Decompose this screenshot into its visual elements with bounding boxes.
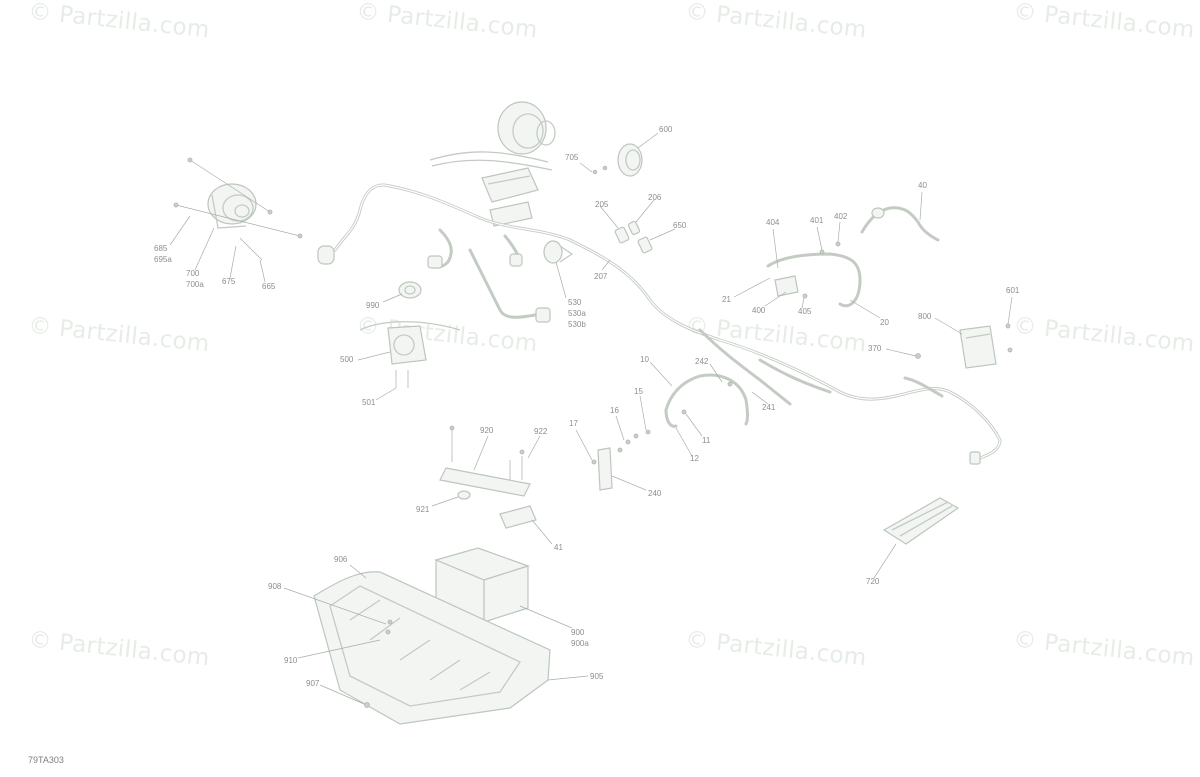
callout-20: 20: [880, 318, 889, 327]
part-240-bracket: [591, 429, 651, 491]
callout-905: 905: [590, 672, 604, 681]
callout-labels: 685 695a 700 700a 675 665 600 705 205 20…: [154, 125, 1020, 688]
main-wire-harness: [317, 183, 1002, 465]
callout-leaders: [169, 132, 1013, 705]
part-40-sensor-wire: [860, 206, 940, 242]
part-500-bracket: [359, 321, 461, 388]
callout-921: 921: [416, 505, 430, 514]
callout-700: 700: [186, 269, 200, 278]
part-800-module: [915, 323, 1013, 369]
callout-10: 10: [640, 355, 649, 364]
callout-207: 207: [594, 272, 608, 281]
callout-401: 401: [810, 216, 824, 225]
callout-920: 920: [480, 426, 494, 435]
callout-685: 685: [154, 244, 168, 253]
callout-501: 501: [362, 398, 376, 407]
part-920-bracket: [439, 425, 537, 529]
part-720-light: [882, 497, 960, 545]
part-530: [543, 240, 574, 264]
callout-907: 907: [306, 679, 320, 688]
callout-370: 370: [868, 344, 882, 353]
callout-404: 404: [766, 218, 780, 227]
callout-910: 910: [284, 656, 298, 665]
part-10-harness: [664, 373, 749, 428]
callout-530: 530: [568, 298, 582, 307]
callout-530a: 530a: [568, 309, 586, 318]
callout-695a: 695a: [154, 255, 172, 264]
callout-17: 17: [569, 419, 578, 428]
callout-16: 16: [610, 406, 619, 415]
connectors-205-206-650: [614, 220, 653, 254]
callout-206: 206: [648, 193, 662, 202]
part-905-tray: [313, 571, 551, 725]
callout-11: 11: [702, 436, 711, 445]
callout-40: 40: [918, 181, 927, 190]
callout-402: 402: [834, 212, 848, 221]
callout-400: 400: [752, 306, 766, 315]
callout-405: 405: [798, 307, 812, 316]
part-990: [398, 281, 422, 299]
left-horn-assembly: [173, 157, 303, 261]
callout-665: 665: [262, 282, 276, 291]
callout-700a: 700a: [186, 280, 204, 289]
callout-900: 900: [571, 628, 585, 637]
callout-720: 720: [866, 577, 880, 586]
callout-205: 205: [595, 200, 609, 209]
callout-705: 705: [565, 153, 579, 162]
callout-242: 242: [695, 357, 709, 366]
callout-500: 500: [340, 355, 354, 364]
callout-800: 800: [918, 312, 932, 321]
callout-601: 601: [1006, 286, 1020, 295]
callout-990: 990: [366, 301, 380, 310]
callout-906: 906: [334, 555, 348, 564]
callout-21: 21: [722, 295, 731, 304]
callout-908: 908: [268, 582, 282, 591]
part-600-connector: [592, 143, 643, 177]
part-20-cable: [766, 241, 862, 308]
callout-41: 41: [554, 543, 563, 552]
callout-650: 650: [673, 221, 687, 230]
callout-922: 922: [534, 427, 548, 436]
center-horn-assembly: [429, 101, 556, 171]
diagram-code: 79TA303: [28, 755, 64, 765]
callout-675: 675: [222, 277, 236, 286]
callout-12: 12: [690, 454, 699, 463]
callout-241: 241: [762, 403, 776, 412]
callout-600: 600: [659, 125, 673, 134]
callout-240: 240: [648, 489, 662, 498]
part-900-battery: [434, 547, 530, 623]
fuse-box: [481, 167, 539, 227]
callout-530b: 530b: [568, 320, 586, 329]
callout-15: 15: [634, 387, 643, 396]
callout-900a: 900a: [571, 639, 589, 648]
